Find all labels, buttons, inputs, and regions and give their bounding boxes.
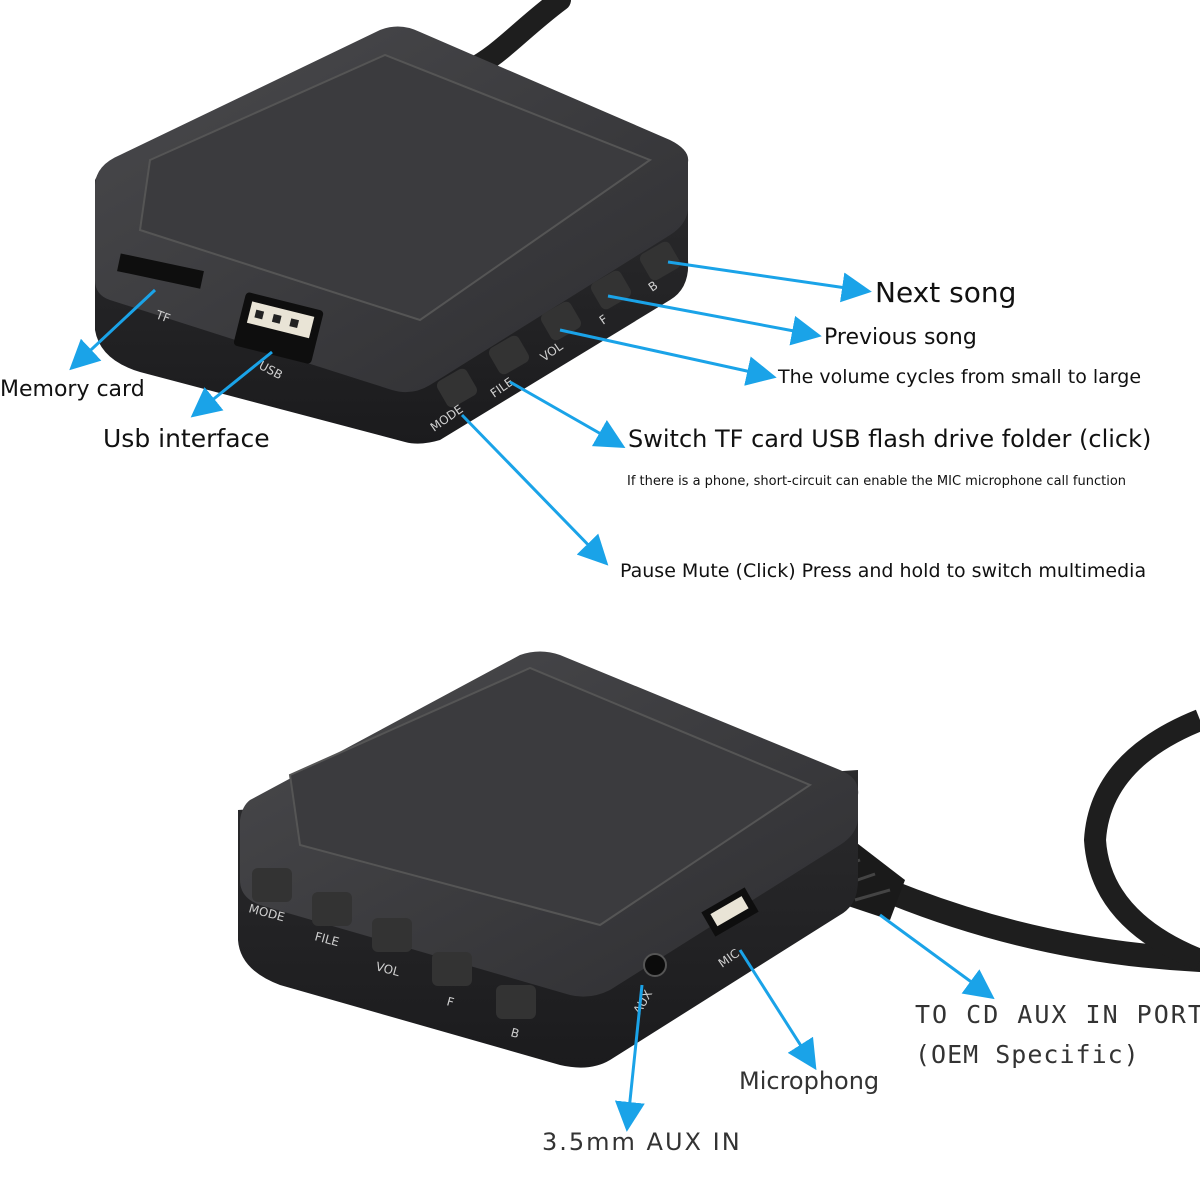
arrow-aux-in [614,984,645,1132]
button-vol [372,918,412,952]
label-file: Switch TF card USB flash drive folder (c… [628,425,1152,453]
label-previous-song: Previous song [824,325,977,350]
button-mode [436,368,478,408]
label-phone-note: If there is a phone, short-circuit can e… [627,474,1127,489]
label-microphone: Microphong [739,1067,880,1095]
aux-jack [643,953,667,977]
top-arrows [69,260,872,566]
button-b [496,985,536,1019]
label-aux-in: 3.5mm AUX IN [542,1128,742,1156]
mic-port [701,887,759,937]
bottom-arrows [614,913,995,1132]
arrow-mode [460,413,609,566]
arrow-usb [190,350,273,418]
button-vol [540,301,582,341]
button-b [639,241,681,281]
label-volume: The volume cycles from small to large [778,366,1142,388]
engrave-b-2: B [509,1025,521,1041]
tf-slot [117,253,204,289]
engrave-vol-2: VOL [374,959,401,979]
label-cd-aux-line1: TO CD AUX IN PORT [915,1000,1200,1029]
button-file [312,892,352,926]
usb-port [233,292,324,364]
top-device: TF USB MODE FILE VOL F B [95,0,689,444]
label-usb-interface: Usb interface [103,424,270,453]
label-mode: Pause Mute (Click) Press and hold to swi… [620,560,1147,582]
arrow-volume [559,328,777,386]
button-f [432,952,472,986]
engrave-tf: TF [153,307,172,325]
arrow-memory-card [69,288,157,371]
label-memory-card: Memory card [0,377,145,402]
label-next-song: Next song [875,276,1017,309]
button-mode [252,868,292,902]
bottom-buttons [252,868,536,1019]
engrave-file-2: FILE [313,929,340,949]
arrow-cd-aux [879,913,995,1000]
button-file [488,335,530,375]
arrow-file [509,380,626,448]
arrow-previous-song [607,294,822,346]
bottom-device: MODE FILE VOL F B AUX MIC [238,651,1200,1068]
arrow-next-song [667,260,872,303]
engrave-f-2: F [445,994,455,1009]
arrow-microphone [738,949,817,1071]
label-cd-aux-line2: (OEM Specific) [915,1040,1140,1069]
